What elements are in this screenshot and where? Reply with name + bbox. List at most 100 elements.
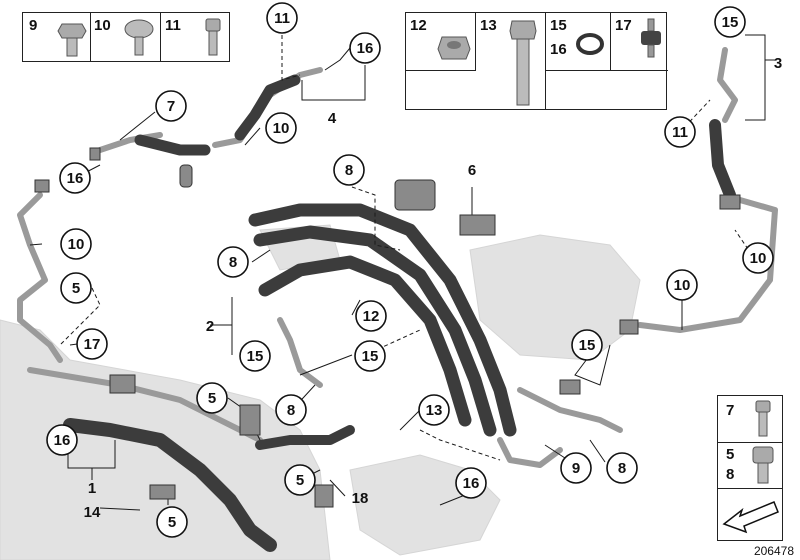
callout-circle xyxy=(349,32,381,64)
socket-screw-icon xyxy=(752,446,774,484)
diagram-number: 206478 xyxy=(753,544,794,558)
callout-label: 15 xyxy=(579,337,596,354)
pipe-bottom-right xyxy=(497,437,563,468)
callout-circle xyxy=(355,300,387,332)
callout-label: 15 xyxy=(722,14,739,31)
callout-label: 17 xyxy=(84,336,101,353)
legend-cell-7: 7 xyxy=(718,396,782,443)
callout-c15b: 15 xyxy=(354,340,386,372)
rubber-mount-icon xyxy=(641,18,661,58)
callout-c16b: 16 xyxy=(59,162,91,194)
legend-cell-5-8: 5 8 xyxy=(718,442,782,489)
callout-circle xyxy=(714,6,746,38)
callout-circle xyxy=(606,452,638,484)
pipe-center-low xyxy=(517,387,623,433)
legend-label-17: 17 xyxy=(615,17,632,34)
legend-cell-11: 11 xyxy=(161,13,231,61)
callout-c13: 13 xyxy=(418,394,450,426)
callout-c18: 18 xyxy=(352,490,369,507)
direction-arrow-icon xyxy=(722,501,779,534)
pipe-bracket-12 xyxy=(277,317,323,388)
callout-c15a: 15 xyxy=(239,340,271,372)
callout-c16a: 16 xyxy=(349,32,381,64)
callout-circle xyxy=(666,269,698,301)
callout-c10d: 10 xyxy=(742,242,774,274)
callout-label: 8 xyxy=(345,162,353,179)
callout-label: 11 xyxy=(274,10,290,27)
callout-label: 16 xyxy=(54,432,71,449)
legend-cell-12: 12 xyxy=(406,13,476,71)
callout-c8a: 8 xyxy=(333,154,365,186)
callout-c15c: 15 xyxy=(571,329,603,361)
socket-screw-icon xyxy=(755,400,771,437)
callout-label: 10 xyxy=(273,120,290,137)
steel-pipes xyxy=(17,47,778,468)
legend-cell-9: 9 xyxy=(23,13,91,61)
callout-label: 5 xyxy=(72,280,80,297)
callout-circle xyxy=(155,90,187,122)
callout-c4: 4 xyxy=(328,110,337,127)
callout-circle xyxy=(156,506,188,538)
callout-label: 10 xyxy=(674,277,691,294)
socket-screw-icon xyxy=(205,18,221,56)
callout-label: 8 xyxy=(618,460,626,477)
pipe-mid-short xyxy=(97,132,163,153)
callout-label: 4 xyxy=(328,110,337,127)
legend-cell-15-16: 15 16 xyxy=(546,13,611,71)
callout-c8d: 8 xyxy=(606,452,638,484)
callout-label: 1 xyxy=(88,480,96,497)
callout-c12: 12 xyxy=(355,300,387,332)
legend-label-8: 8 xyxy=(726,466,735,483)
callout-c11b: 11 xyxy=(664,116,696,148)
callout-c5c: 5 xyxy=(156,506,188,538)
callout-circle xyxy=(571,329,603,361)
callout-circle xyxy=(418,394,450,426)
flange-nut-icon xyxy=(437,36,471,60)
callout-c6: 6 xyxy=(468,162,476,179)
callout-circle xyxy=(664,116,696,148)
callout-circle xyxy=(196,382,228,414)
legend-label-10: 10 xyxy=(94,17,111,34)
legend-box-fasteners-3: 7 5 8 xyxy=(717,395,783,541)
callout-circle xyxy=(60,228,92,260)
callout-label: 2 xyxy=(206,318,214,335)
hose-long-3 xyxy=(258,255,472,427)
legend-label-7: 7 xyxy=(726,402,735,419)
callout-c5a: 5 xyxy=(60,272,92,304)
hex-bolt-icon xyxy=(57,23,87,57)
hose-long-2 xyxy=(253,225,497,437)
callout-label: 15 xyxy=(247,348,264,365)
legend-label-16: 16 xyxy=(550,41,567,58)
hose-bottom xyxy=(63,418,277,552)
hoses xyxy=(63,74,736,552)
hose-upper xyxy=(234,74,301,141)
callout-c2: 2 xyxy=(206,318,214,335)
callout-circle xyxy=(217,246,249,278)
callout-c3: 3 xyxy=(774,55,782,72)
callout-label: 10 xyxy=(750,250,767,267)
callout-circle xyxy=(59,162,91,194)
legend-box-fasteners-1: 9 10 11 xyxy=(22,12,230,62)
pipe-right-long xyxy=(717,47,738,123)
callout-label: 16 xyxy=(357,40,374,57)
legend-cell-13: 13 xyxy=(476,13,546,109)
hose-long-1 xyxy=(248,203,517,437)
callout-circle xyxy=(560,452,592,484)
callout-label: 15 xyxy=(362,348,379,365)
callout-c5b: 5 xyxy=(196,382,228,414)
callout-label: 13 xyxy=(426,402,443,419)
legend-label-15: 15 xyxy=(550,17,567,34)
callout-circle xyxy=(455,467,487,499)
legend-label-5: 5 xyxy=(726,446,735,463)
callout-c9: 9 xyxy=(560,452,592,484)
callout-label: 8 xyxy=(229,254,237,271)
legend-label-11: 11 xyxy=(165,17,181,34)
callout-label: 7 xyxy=(167,98,175,115)
callout-label: 9 xyxy=(572,460,580,477)
callout-circle xyxy=(354,340,386,372)
legend-label-9: 9 xyxy=(29,17,38,34)
callout-circle xyxy=(333,154,365,186)
legend-label-12: 12 xyxy=(410,17,427,34)
callout-circle xyxy=(275,394,307,426)
